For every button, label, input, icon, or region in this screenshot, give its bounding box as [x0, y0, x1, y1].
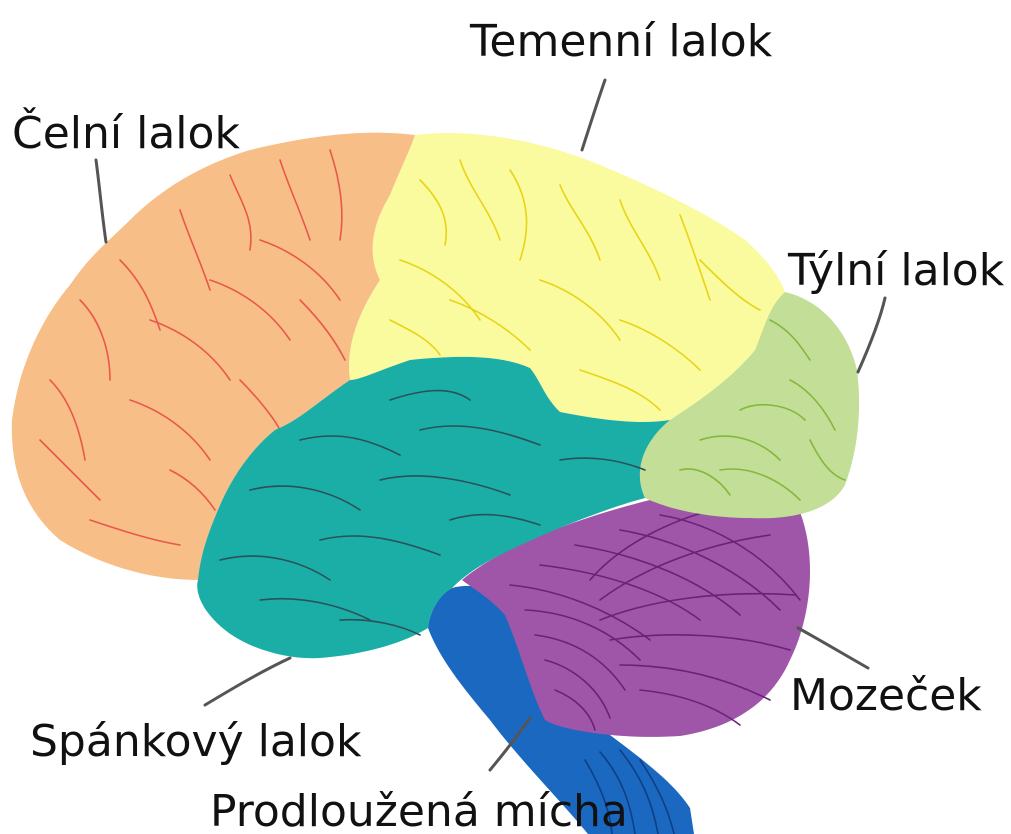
label-medulla: Prodloužená mícha — [210, 786, 628, 834]
leader-parietal — [582, 80, 605, 150]
label-parietal: Temenní lalok — [469, 16, 773, 67]
leader-temporal — [205, 658, 290, 705]
label-frontal: Čelní lalok — [12, 106, 240, 159]
label-occipital: Týlní lalok — [787, 245, 1005, 296]
label-cerebellum: Mozeček — [790, 670, 982, 721]
leader-cerebellum — [798, 628, 868, 668]
label-temporal: Spánkový lalok — [30, 716, 362, 767]
leader-frontal — [96, 160, 106, 242]
leader-occipital — [858, 298, 885, 372]
